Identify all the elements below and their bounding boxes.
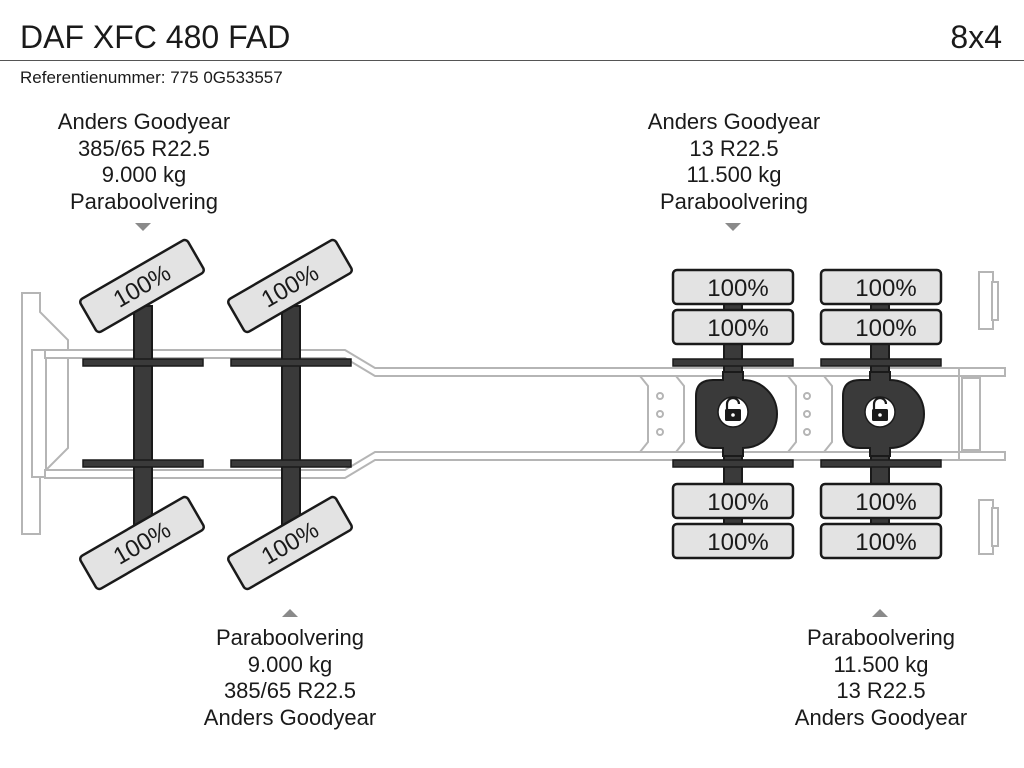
tyre-tread-label: 100% [707,315,768,342]
axle-configuration: 8x4 [950,19,1002,55]
tyre: 100% [819,308,943,346]
front-axle-bottom-info: Paraboolvering 9.000 kg 385/65 R22.5 And… [160,625,420,731]
tyre-tread-label: 100% [855,489,916,516]
suspension-type: Paraboolvering [807,625,955,650]
axle-load: 11.500 kg [833,651,929,677]
tyre-tread-label: 100% [707,529,768,556]
triangle-up-icon [872,609,888,617]
front-axle-1: 100% 100% [79,238,205,591]
rear-axle-top-info: Anders Goodyear 13 R22.5 11.500 kg Parab… [604,109,864,215]
triangle-up-icon [282,609,298,617]
tyre: 100% [671,522,795,560]
tyre: 100% [671,482,795,520]
tyre-tread-label: 100% [855,315,916,342]
tyre: 100% [819,482,943,520]
tyre-brand: Anders Goodyear [57,109,231,134]
tyre: 100% [671,268,795,306]
tyre-size: 385/65 R22.5 [77,135,211,161]
suspension-type: Paraboolvering [70,188,218,214]
front-axle-2: 100% 100% [227,238,353,591]
axle-load: 11.500 kg [686,162,782,187]
tyre-tread-label: 100% [707,275,768,302]
front-axle-top-info: Anders Goodyear 385/65 R22.5 9.000 kg Pa… [14,109,274,215]
tyre-size: 385/65 R22.5 [223,678,357,703]
axle-load: 9.000 kg [101,162,187,187]
reference-number: Referentienummer: 775 0G533557 [20,68,283,87]
rear-axle-bottom-info: Paraboolvering 11.500 kg 13 R22.5 Anders… [751,625,1011,731]
vehicle-title: DAF XFC 480 FAD [20,19,291,55]
tyre-tread-label: 100% [855,529,916,556]
lock-icon [717,396,749,428]
rear-axle-1: 100% 100% 100% 100% [671,268,795,560]
rear-crossmember [637,375,833,453]
lock-icon [864,396,896,428]
tyre-size: 13 R22.5 [689,135,779,161]
tyre-tread-label: 100% [707,489,768,516]
tyre: 100% [819,522,943,560]
suspension-type: Paraboolvering [216,625,364,650]
header-divider [0,60,1024,61]
cab-front-bracket [21,292,69,535]
rear-axle-2: 100% 100% 100% 100% [819,268,943,560]
tyre-tread-label: 100% [855,275,916,302]
tyre: 100% [671,308,795,346]
triangle-down-icon [135,223,151,231]
tyre: 100% [227,495,353,591]
tyre-brand: Anders Goodyear [203,704,377,730]
tyre-brand: Anders Goodyear [794,704,968,730]
suspension-type: Paraboolvering [660,188,808,214]
tyre: 100% [819,268,943,306]
axle-load: 9.000 kg [247,651,333,677]
tyre-size: 13 R22.5 [836,678,926,703]
tyre-brand: Anders Goodyear [647,109,821,134]
triangle-down-icon [725,223,741,231]
